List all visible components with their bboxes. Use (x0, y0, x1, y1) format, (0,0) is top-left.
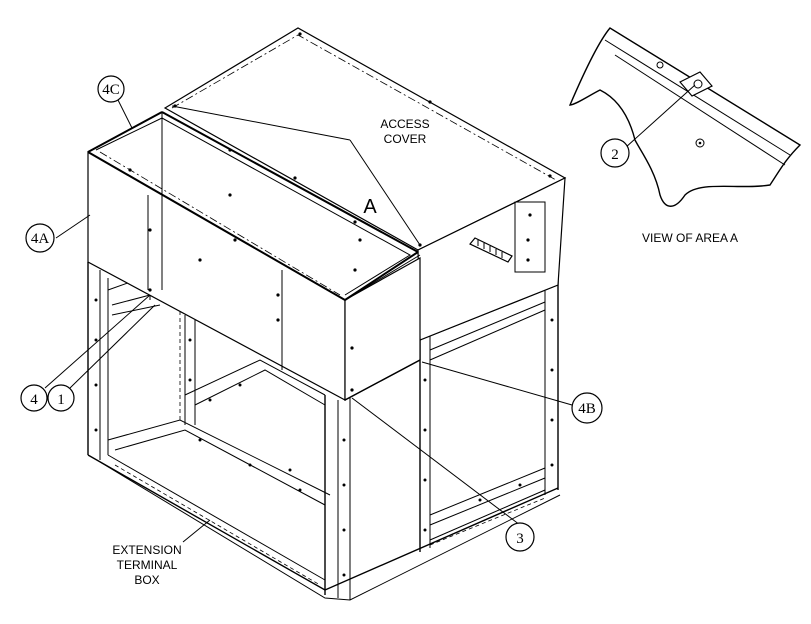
leader-lines (44, 84, 696, 543)
callout-2-text: 2 (611, 147, 619, 163)
callout-3-text: 3 (516, 531, 524, 547)
access-cover-label-line1: ACCESS (380, 117, 429, 131)
callout-3: 3 (505, 522, 535, 552)
callout-4B: 4B (571, 392, 603, 424)
view-of-area-a-label: VIEW OF AREA A (642, 231, 738, 245)
extension-box-label-line1: EXTENSION (112, 543, 181, 557)
upper-enclosure (87, 27, 567, 402)
callout-4A-text: 4A (31, 231, 50, 247)
extension-box-label-line3: BOX (134, 573, 159, 587)
callout-4A: 4A (25, 223, 55, 253)
callout-4B-text: 4B (578, 401, 596, 417)
callout-4C-text: 4C (102, 82, 120, 98)
area-a-letter: A (363, 196, 377, 218)
detail-view-area-a (568, 27, 802, 207)
callout-4: 4 (20, 384, 48, 412)
callout-4C: 4C (97, 75, 125, 103)
callout-2: 2 (600, 138, 630, 168)
callout-4-text: 4 (30, 392, 38, 408)
callout-1-text: 1 (57, 392, 65, 408)
extension-box-label-line2: TERMINAL (117, 558, 178, 572)
access-cover-label-line2: COVER (384, 132, 427, 146)
callout-1: 1 (47, 384, 75, 412)
